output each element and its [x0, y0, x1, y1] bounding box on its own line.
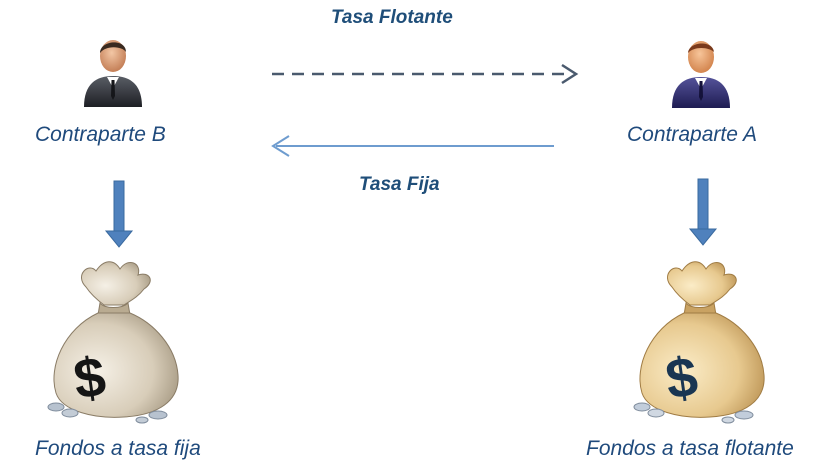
party-a-label: Contraparte A: [627, 123, 757, 146]
person-b-icon: [84, 40, 142, 107]
down-arrow-b: [104, 180, 134, 248]
down-arrow-a: [688, 178, 718, 246]
money-bag-b: $: [34, 257, 194, 425]
money-bag-icon: [47, 261, 179, 424]
fixed-rate-label: Tasa Fija: [359, 174, 440, 195]
fund-b-label: Fondos a tasa fija: [35, 437, 201, 460]
money-bag-icon: [633, 261, 765, 424]
fund-a-label: Fondos a tasa flotante: [586, 437, 794, 460]
person-a-icon: [672, 41, 730, 108]
party-b-label: Contraparte B: [35, 123, 166, 146]
money-bag-a: $: [620, 257, 780, 425]
floating-rate-label: Tasa Flotante: [331, 7, 453, 28]
